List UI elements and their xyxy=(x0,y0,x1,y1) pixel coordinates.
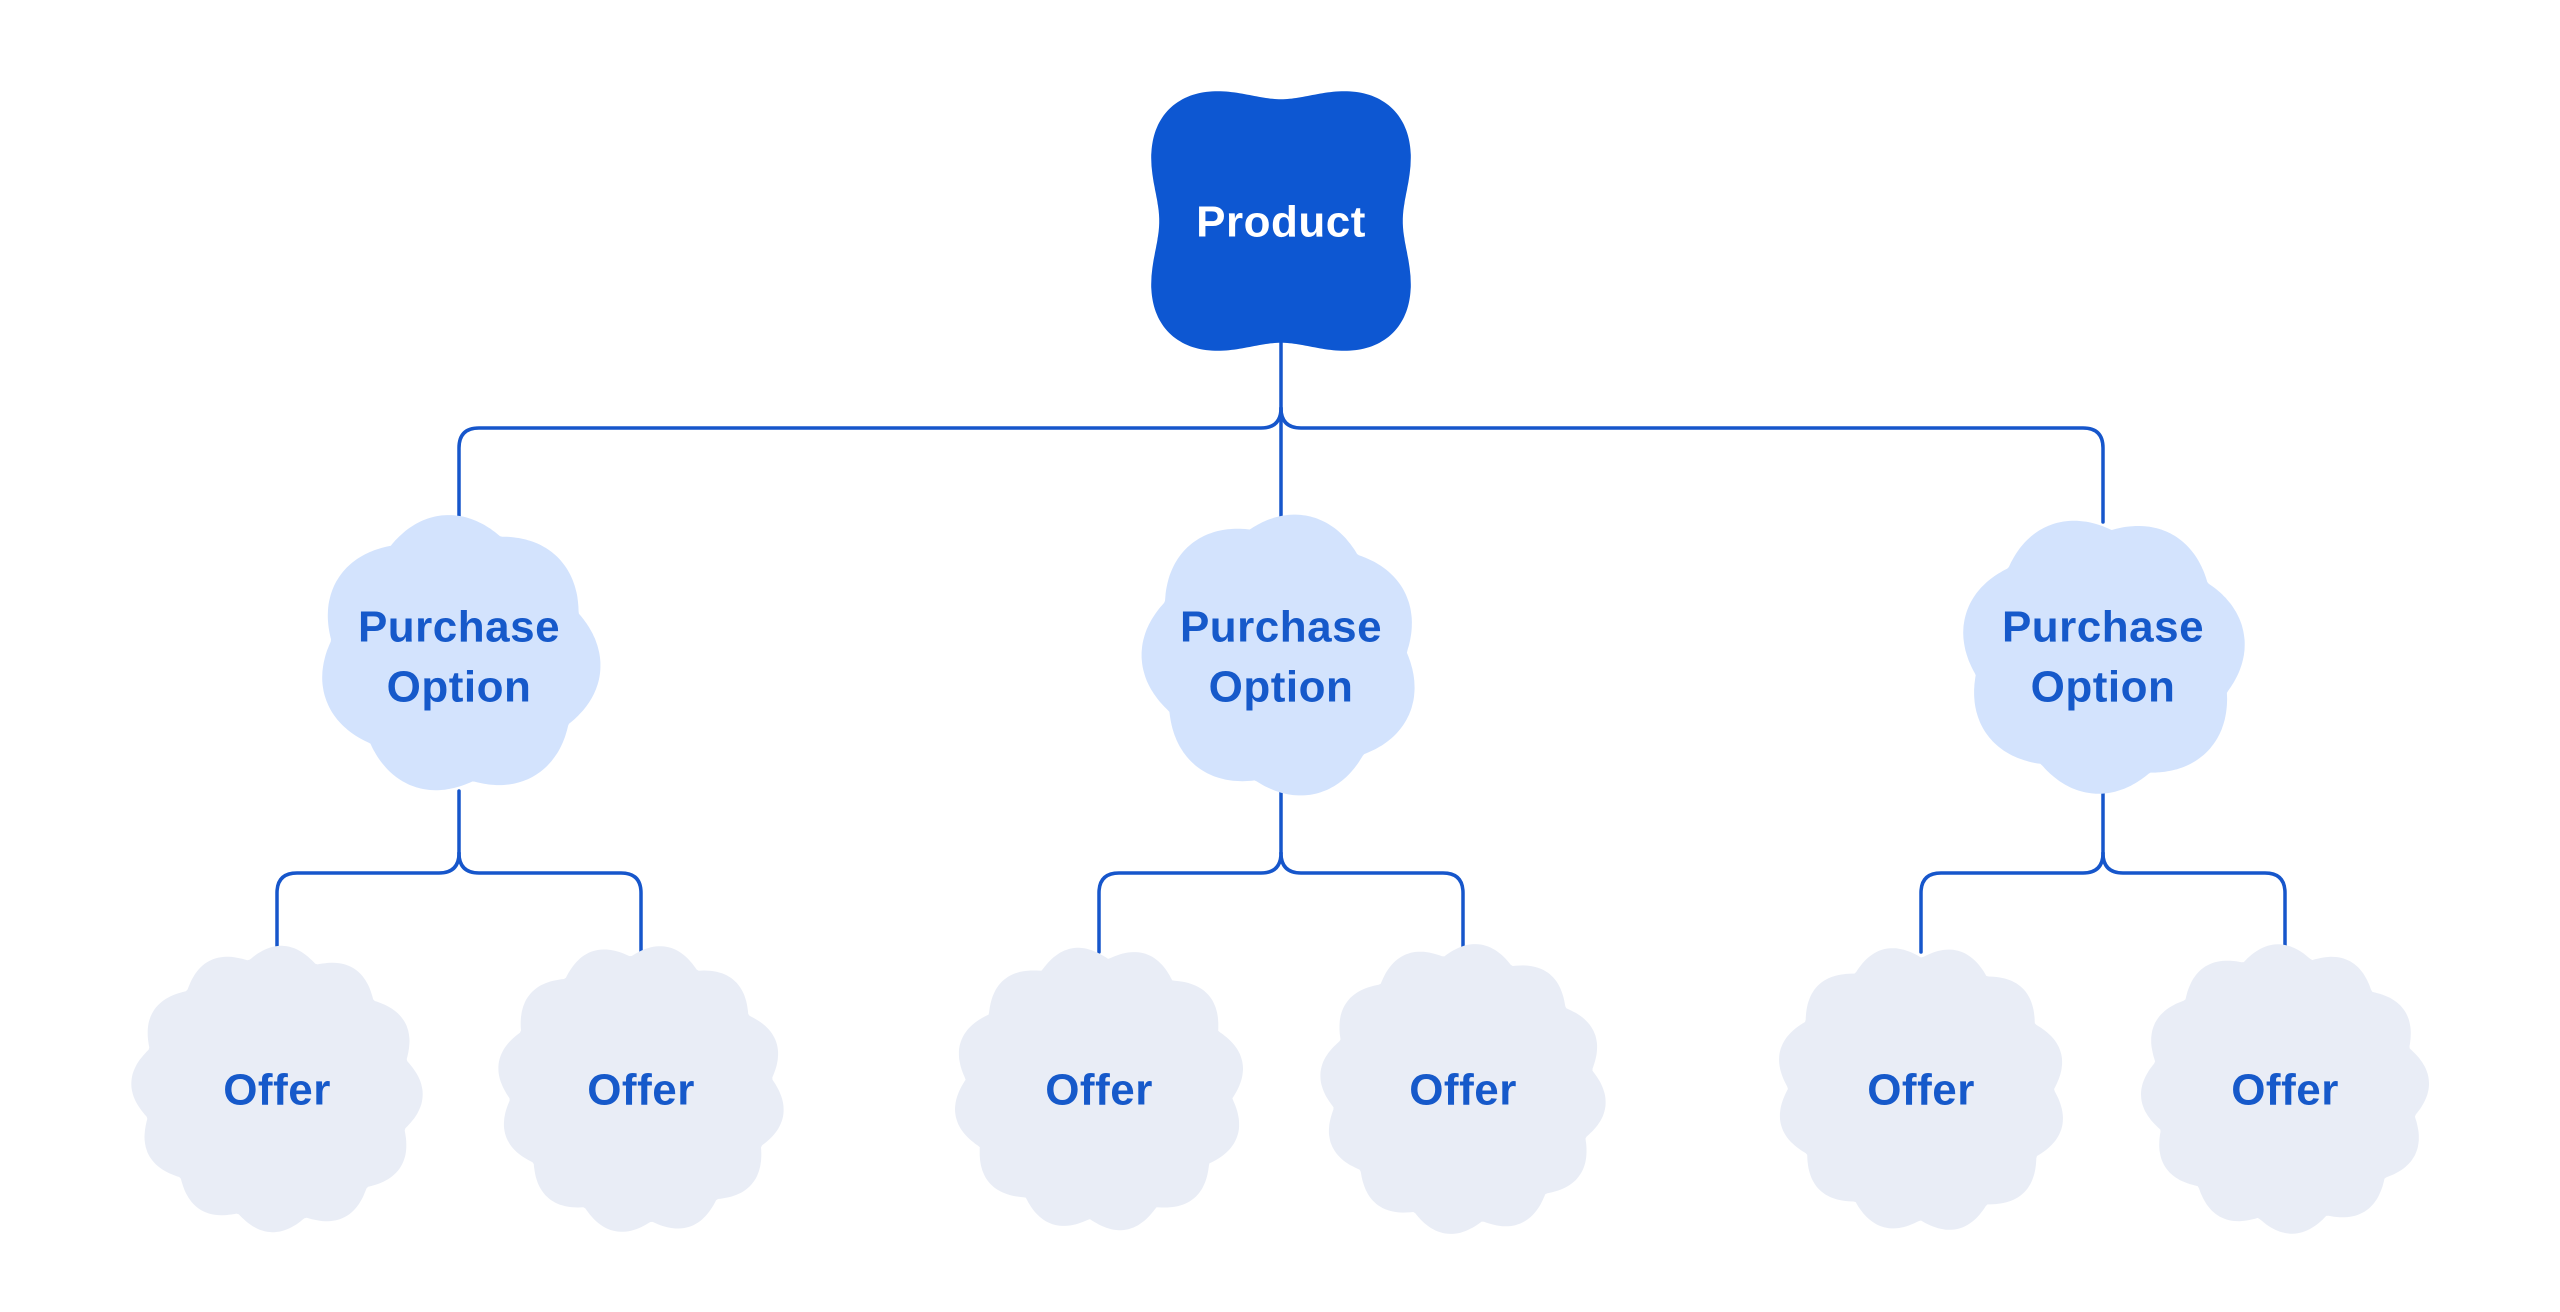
offer-blob xyxy=(498,946,784,1232)
offer-blob xyxy=(131,945,423,1233)
node-purchase-option-1: Purchase Option xyxy=(322,515,601,791)
purchase-option-label-line2: Option xyxy=(387,663,532,712)
connector-po2-branch-right xyxy=(1279,851,1465,954)
purchase-option-label-line1: Purchase xyxy=(358,603,560,652)
connector-product-rail-left xyxy=(457,406,1283,524)
offer-label: Offer xyxy=(587,1066,695,1115)
offer-blob xyxy=(1779,948,2063,1230)
purchase-option-blob xyxy=(1963,520,2245,794)
offer-label: Offer xyxy=(1045,1066,1153,1115)
offer-label: Offer xyxy=(2231,1066,2339,1115)
node-offer-6: Offer xyxy=(2141,944,2429,1234)
node-offer-2: Offer xyxy=(498,946,784,1232)
connector-po2-branch-left xyxy=(1097,851,1283,954)
connectors xyxy=(275,341,2287,954)
connector-product-rail-right xyxy=(1279,406,2105,524)
node-offer-4: Offer xyxy=(1320,944,1606,1234)
purchase-option-label-line2: Option xyxy=(1209,663,1354,712)
offer-blob xyxy=(1320,944,1606,1234)
node-product: Product xyxy=(1151,91,1411,351)
purchase-option-blob xyxy=(1141,514,1415,796)
node-purchase-option-3: Purchase Option xyxy=(1963,520,2245,794)
purchase-option-blob xyxy=(322,515,601,791)
offer-blob xyxy=(2141,944,2429,1234)
offer-label: Offer xyxy=(1867,1066,1975,1115)
connector-po3-branch-left xyxy=(1919,851,2105,954)
node-purchase-option-2: Purchase Option xyxy=(1141,514,1415,796)
offer-label: Offer xyxy=(223,1066,331,1115)
connector-po1-branch-right xyxy=(457,851,643,954)
product-blob xyxy=(1151,91,1411,351)
offer-blob xyxy=(955,947,1243,1231)
purchase-option-label-line1: Purchase xyxy=(2002,603,2204,652)
connector-po3-branch-right xyxy=(2101,851,2287,954)
node-offer-1: Offer xyxy=(131,945,423,1233)
connector-po1-branch-left xyxy=(275,851,461,954)
node-offer-5: Offer xyxy=(1779,948,2063,1230)
purchase-option-label-line2: Option xyxy=(2031,663,2176,712)
node-offer-3: Offer xyxy=(955,947,1243,1231)
offer-label: Offer xyxy=(1409,1066,1517,1115)
product-label: Product xyxy=(1196,198,1366,247)
purchase-option-label-line1: Purchase xyxy=(1180,603,1382,652)
